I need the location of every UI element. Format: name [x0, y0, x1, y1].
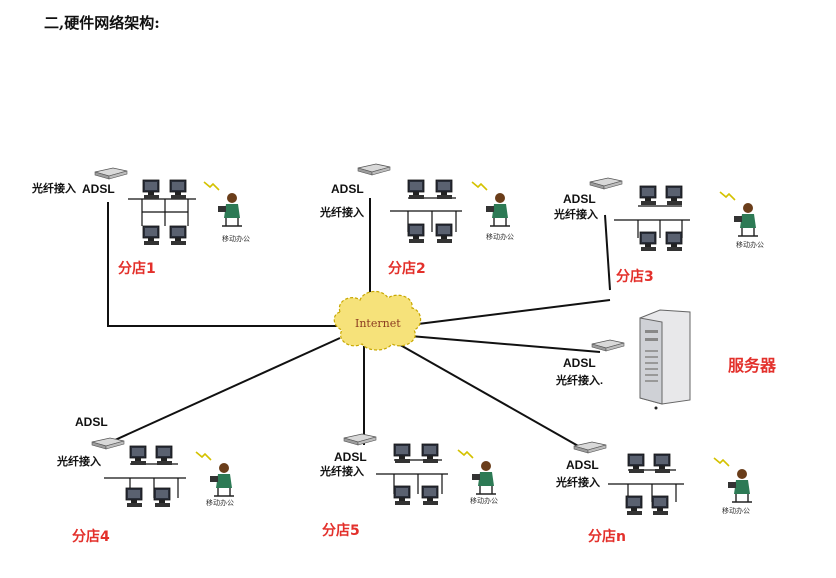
storen-fiber-label: 光纤接入: [556, 477, 600, 489]
store1-mobile-label: 移动办公: [222, 235, 250, 243]
store4-adsl-label: ADSL: [75, 415, 108, 429]
diagram-title: 二,硬件网络架构:: [44, 14, 160, 32]
store5-mobile-label: 移动办公: [470, 497, 498, 505]
store5-name: 分店5: [322, 523, 360, 539]
store4-fiber-label: 光纤接入: [57, 456, 101, 468]
storen-name: 分店n: [588, 529, 626, 545]
store5-adsl-label: ADSL: [334, 450, 367, 464]
server-label: 服务器: [728, 356, 777, 375]
internet-label: Internet: [355, 317, 401, 330]
store3-name: 分店3: [616, 269, 654, 285]
link-storen: [394, 341, 581, 448]
store2-lan: [357, 163, 511, 244]
store5-fiber-label: 光纤接入: [320, 466, 364, 478]
store1-lan: [94, 167, 243, 246]
store1-name: 分店1: [118, 261, 156, 277]
store3-adsl-label: ADSL: [563, 192, 596, 206]
link-store3: [417, 214, 611, 325]
storen-mobile-label: 移动办公: [722, 507, 750, 515]
server-adsl-label: ADSL: [563, 356, 596, 370]
store4-lan: [91, 437, 235, 508]
storen-lan: [573, 441, 753, 516]
server-node: [591, 309, 691, 410]
store2-name: 分店2: [388, 261, 426, 277]
store5-lan: [343, 433, 497, 506]
store4-name: 分店4: [72, 529, 110, 545]
store2-adsl-label: ADSL: [331, 182, 364, 196]
internet-cloud: [333, 290, 422, 351]
storen-adsl-label: ADSL: [566, 458, 599, 472]
store4-mobile-label: 移动办公: [206, 499, 234, 507]
store1-adsl-label: ADSL: [82, 182, 115, 196]
server-fiber-label: 光纤接入.: [556, 375, 604, 387]
store3-fiber-label: 光纤接入: [554, 209, 598, 221]
link-store1: [107, 202, 340, 327]
store1-fiber-label: 光纤接入: [32, 183, 76, 195]
store3-mobile-label: 移动办公: [736, 241, 764, 249]
store2-fiber-label: 光纤接入: [320, 207, 364, 219]
link-server: [409, 335, 601, 353]
store3-lan: [589, 177, 759, 252]
link-store4: [103, 337, 341, 446]
store2-mobile-label: 移动办公: [486, 233, 514, 241]
